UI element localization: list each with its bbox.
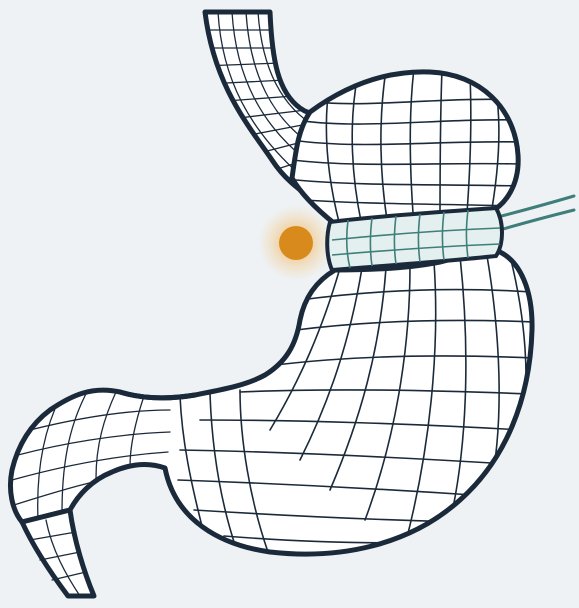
highlight-spot [258, 205, 334, 281]
upper-stomach-pouch [292, 68, 522, 226]
duodenum-tail [22, 510, 94, 596]
lower-stomach [10, 250, 534, 554]
